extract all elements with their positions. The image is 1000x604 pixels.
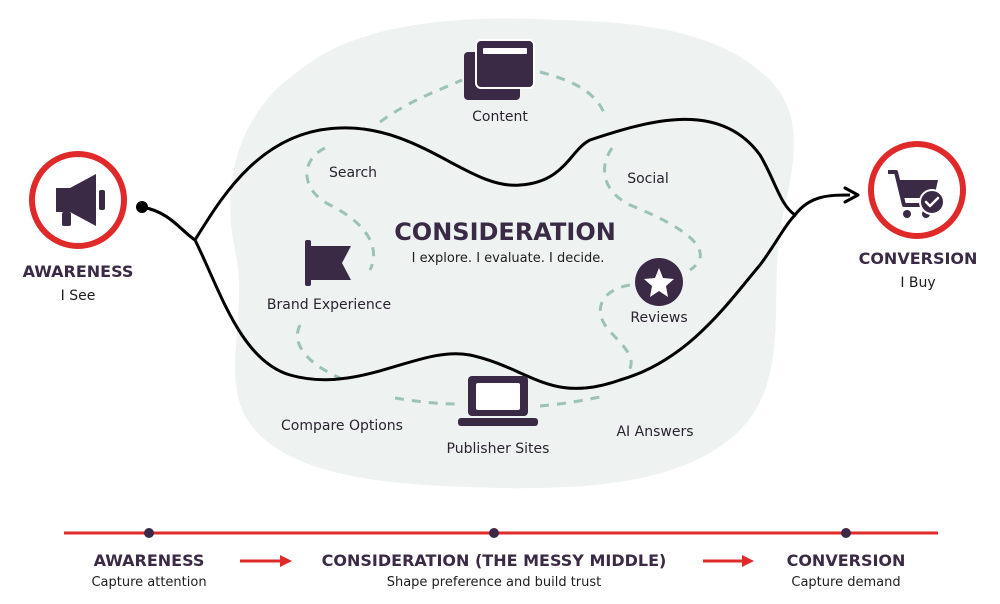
timeline-dot-conversion <box>841 528 851 538</box>
timeline-stage-2-subtitle: Shape preference and build trust <box>387 575 602 590</box>
flag-icon <box>305 240 351 286</box>
journey-loop <box>141 117 851 390</box>
conversion-title: CONVERSION <box>859 249 978 268</box>
timeline-dot-consideration <box>489 528 499 538</box>
timeline-stage-2-title: CONSIDERATION (THE MESSY MIDDLE) <box>322 551 667 570</box>
star-icon <box>635 258 683 306</box>
journey-end-arrow <box>843 186 860 204</box>
content-browser-icon <box>464 39 535 100</box>
megaphone-icon <box>56 174 105 226</box>
laptop-icon <box>458 376 538 426</box>
awareness-subtitle: I See <box>61 288 96 304</box>
awareness-badge <box>29 151 127 249</box>
timeline-stage-1-subtitle: Capture attention <box>91 575 206 590</box>
awareness-title: AWARENESS <box>23 262 134 281</box>
journey-start-dot <box>136 201 148 213</box>
touchpoint-search: Search <box>329 165 377 181</box>
touchpoint-brand-experience: Brand Experience <box>267 297 391 313</box>
timeline-arrow-1 <box>240 555 292 567</box>
shopping-cart-check-icon <box>888 170 945 218</box>
dashed-connectors <box>295 70 702 408</box>
timeline-stage-3-title: CONVERSION <box>787 551 906 570</box>
touchpoint-content: Content <box>472 109 528 125</box>
consideration-blob <box>230 18 794 489</box>
timeline-stage-1-title: AWARENESS <box>94 551 205 570</box>
timeline-arrow-2 <box>703 555 754 567</box>
touchpoint-ai-answers: AI Answers <box>616 424 693 440</box>
consideration-subtitle: I explore. I evaluate. I decide. <box>412 251 605 266</box>
touchpoint-reviews: Reviews <box>630 310 687 326</box>
timeline-stage-3-subtitle: Capture demand <box>791 575 900 590</box>
conversion-subtitle: I Buy <box>900 275 935 291</box>
touchpoint-publisher-sites: Publisher Sites <box>447 441 550 457</box>
touchpoint-social: Social <box>627 171 669 187</box>
timeline-dot-awareness <box>144 528 154 538</box>
touchpoint-compare-options: Compare Options <box>281 418 403 434</box>
consideration-title: CONSIDERATION <box>394 218 616 246</box>
conversion-badge <box>868 141 966 239</box>
